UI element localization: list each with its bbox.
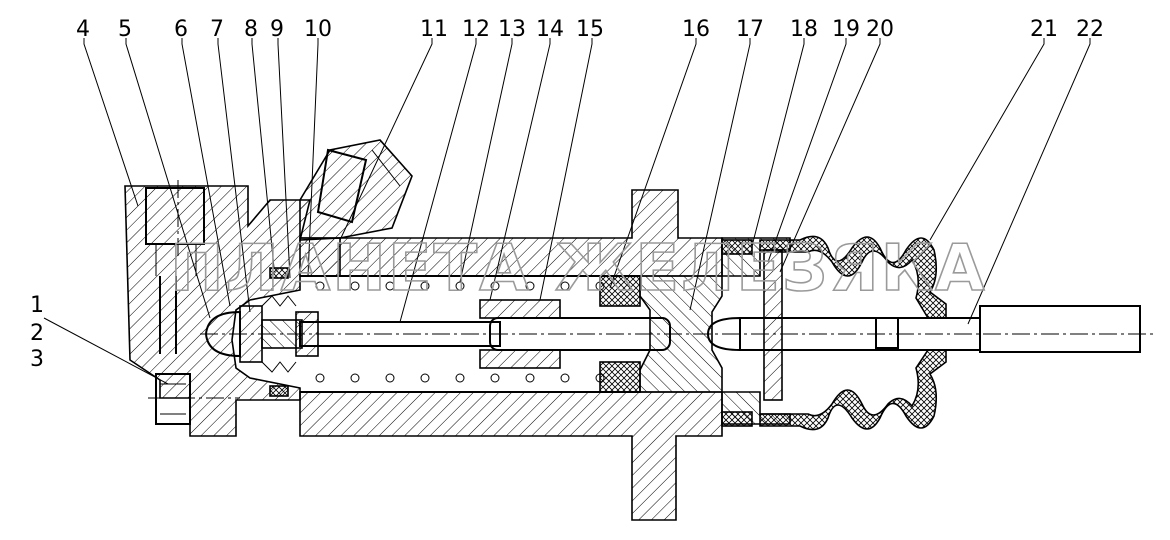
push-rod xyxy=(706,239,1141,427)
callout-7: 7 xyxy=(210,17,224,42)
callout-5: 5 xyxy=(118,17,132,42)
callout-13: 13 xyxy=(498,17,526,42)
watermark-text: ПЛАНЕТА ЖЕЛЕЗЯКА xyxy=(170,232,987,306)
callout-21: 21 xyxy=(1030,17,1058,42)
mounting-bolt xyxy=(155,373,191,425)
callout-18: 18 xyxy=(790,17,818,42)
callout-8: 8 xyxy=(244,17,258,42)
callout-22: 22 xyxy=(1076,17,1104,42)
cylinder-bore xyxy=(145,187,640,393)
callout-20: 20 xyxy=(866,17,894,42)
callout-3: 3 xyxy=(30,347,44,372)
callout-12: 12 xyxy=(462,17,490,42)
callout-labels: 1 2 3 4 5 6 7 8 9 10 11 12 13 14 15 16 1… xyxy=(30,17,1104,372)
leader-lines xyxy=(43,38,1091,385)
callout-16: 16 xyxy=(682,17,710,42)
callout-6: 6 xyxy=(174,17,188,42)
callout-17: 17 xyxy=(736,17,764,42)
callout-1: 1 xyxy=(30,293,44,318)
callout-2: 2 xyxy=(30,321,44,346)
callout-4: 4 xyxy=(76,17,90,42)
protective-boot xyxy=(759,235,947,431)
callout-19: 19 xyxy=(832,17,860,42)
piston-seals xyxy=(599,275,641,393)
callout-15: 15 xyxy=(576,17,604,42)
callout-9: 9 xyxy=(270,17,284,42)
callout-14: 14 xyxy=(536,17,564,42)
callout-10: 10 xyxy=(304,17,332,42)
cylinder-body xyxy=(124,139,791,521)
callout-11: 11 xyxy=(420,17,448,42)
